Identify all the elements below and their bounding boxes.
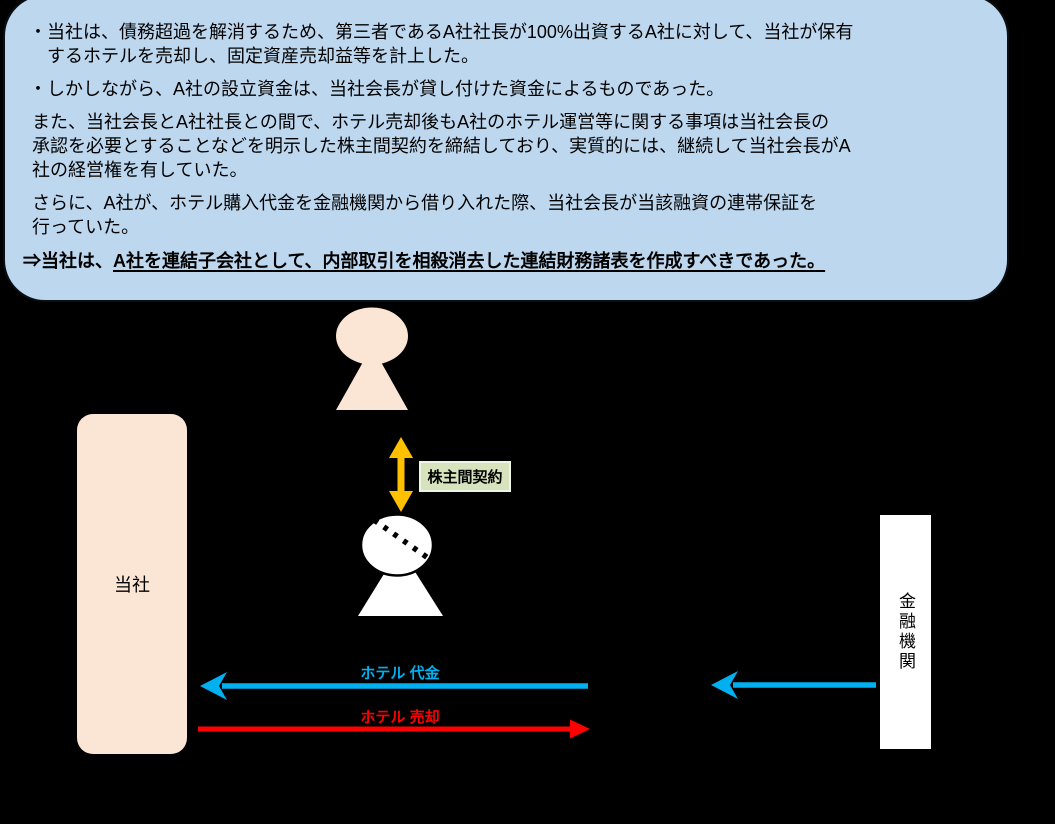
shareholder-agreement-label-text: 株主間契約 bbox=[427, 469, 503, 486]
person-silhouette-top-icon bbox=[336, 307, 408, 410]
shareholder-agreement-arrow-icon bbox=[389, 437, 413, 512]
note-text-line: 社の経営権を有していた。 bbox=[32, 160, 248, 180]
note-text-line: さらに、A社が、ホテル購入代金を金融機関から借り入れた際、当社会長が当該融資の連… bbox=[32, 193, 818, 213]
conclusion-line: ⇒当社は、A社を連結子会社として、内部取引を相殺消去した連結財務諸表を作成すべき… bbox=[23, 248, 981, 274]
bullet-paragraph: ・当社は、債務超過を解消するため、第三者であるA社社長が100%出資するA社に対… bbox=[29, 20, 981, 68]
person-top-body bbox=[336, 346, 408, 410]
agreement-arrow-head-down bbox=[389, 491, 413, 512]
dotted-sash-line bbox=[372, 517, 430, 561]
financial-institution-label: 金融機関 bbox=[896, 592, 915, 672]
person-bottom-body bbox=[358, 548, 443, 616]
hotel-payment-arrow-label: ホテル 代金 bbox=[360, 665, 440, 682]
conclusion-prefix: ⇒当社は、 bbox=[23, 251, 113, 271]
indent-paragraph: また、当社会長とA社社長との間で、ホテル売却後もA社のホテル運営等に関する事項は… bbox=[29, 110, 981, 182]
sale-arrow-head bbox=[570, 719, 590, 739]
note-text-line: ・当社は、債務超過を解消するため、第三者であるA社社長が100%出資するA社に対… bbox=[29, 22, 854, 42]
summary-note-panel: ・当社は、債務超過を解消するため、第三者であるA社社長が100%出資するA社に対… bbox=[3, 0, 1009, 302]
bank-loan-arrow-head bbox=[711, 671, 738, 699]
person-bottom-head bbox=[359, 513, 435, 577]
payment-arrow-left-head bbox=[200, 672, 227, 700]
bullet-paragraph: ・しかしながら、A社の設立資金は、当社会長が貸し付けた資金によるものであった。 bbox=[29, 77, 981, 101]
conclusion-underlined-text: A社を連結子会社として、内部取引を相殺消去した連結財務諸表を作成すべきであった。 bbox=[113, 251, 826, 271]
bank-loan-arrow-icon bbox=[711, 671, 876, 699]
agreement-arrow-head-up bbox=[389, 437, 413, 458]
shareholder-agreement-label: 株主間契約 bbox=[419, 461, 511, 492]
hotel-sale-arrow-label: ホテル 売却 bbox=[360, 709, 440, 726]
note-text-line: 承認を必要とすることなどを明示した株主間契約を締結しており、実質的には、継続して… bbox=[32, 136, 851, 156]
person-top-head bbox=[336, 307, 408, 365]
note-text-line: 行っていた。 bbox=[32, 217, 140, 237]
note-text-line: ・しかしながら、A社の設立資金は、当社会長が貸し付けた資金によるものであった。 bbox=[29, 79, 725, 99]
person-silhouette-bottom-icon bbox=[358, 513, 443, 616]
indent-paragraph: さらに、A社が、ホテル購入代金を金融機関から借り入れた際、当社会長が当該融資の連… bbox=[29, 191, 981, 239]
note-text-line: また、当社会長とA社社長との間で、ホテル売却後もA社のホテル運営等に関する事項は… bbox=[32, 112, 830, 132]
note-text-line: するホテルを売却し、固定資産売却益等を計上した。 bbox=[47, 46, 479, 66]
company-box-label: 当社 bbox=[114, 575, 150, 595]
company-box: 当社 bbox=[77, 414, 187, 754]
financial-institution-box: 金融機関 bbox=[878, 513, 933, 751]
